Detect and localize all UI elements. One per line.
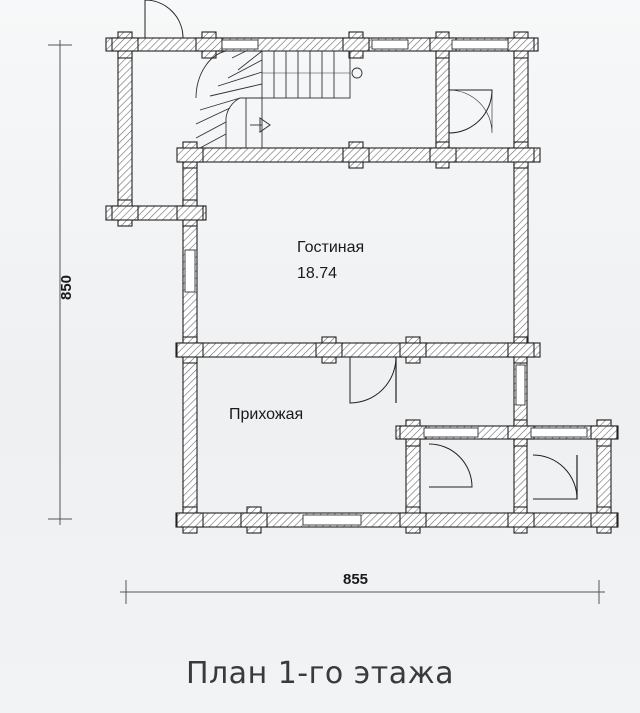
dimension-width: 855 [343, 571, 368, 588]
log-corners [111, 31, 618, 534]
room-name-living: Гостиная [297, 239, 364, 256]
plan-caption: План 1-го этажа [185, 656, 455, 691]
staircase [195, 50, 363, 149]
dimension-lines [48, 40, 605, 604]
room-name-hallway: Прихожая [229, 406, 303, 423]
room-area-living: 18.74 [297, 265, 337, 282]
dimension-height: 850 [58, 275, 75, 300]
openings [184, 39, 588, 526]
doors [144, 0, 578, 500]
